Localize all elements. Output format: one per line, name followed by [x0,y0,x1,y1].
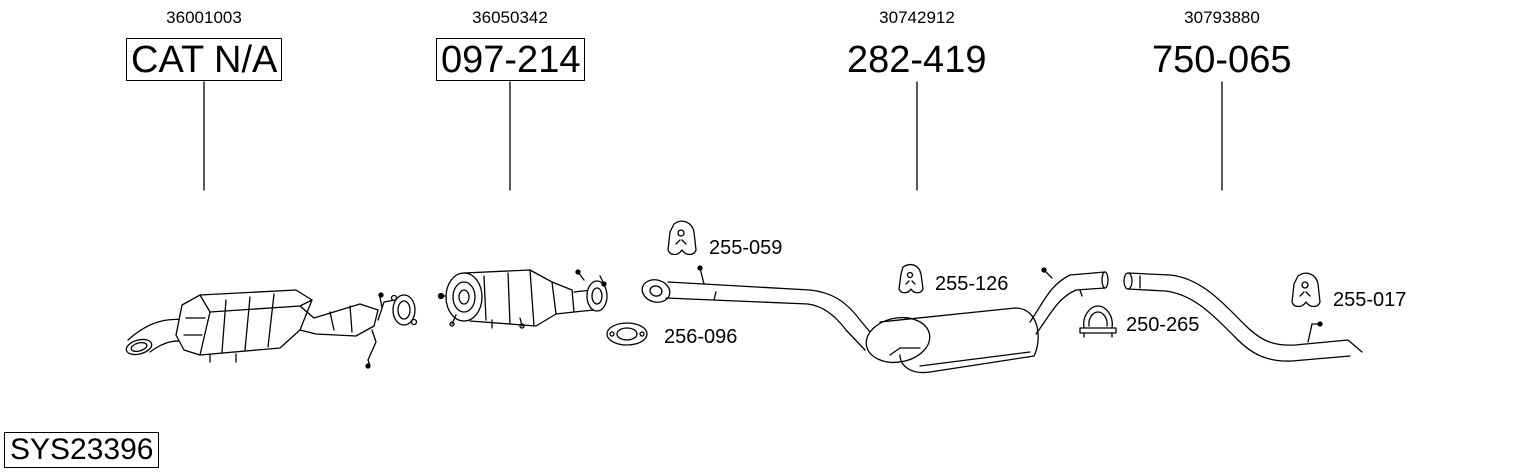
leader-lines [203,81,1223,191]
part-number-1[interactable]: CAT N/A [126,38,283,81]
rubber-hanger-icon[interactable] [667,220,697,256]
accessory-label-5[interactable]: 255-017 [1333,289,1407,311]
part-number-2[interactable]: 097-214 [436,38,586,81]
rubber-hanger-icon[interactable] [898,263,924,294]
rubber-hanger-icon[interactable] [1291,272,1321,308]
tailpipe-icon[interactable] [1123,272,1363,362]
accessory-label-4[interactable]: 250-265 [1126,314,1200,336]
part-number-3[interactable]: 282-419 [847,39,987,81]
accessory-label-2[interactable]: 256-096 [664,326,738,348]
part-number-4[interactable]: 750-065 [1152,39,1292,81]
oe-number-1: 36001003 [166,8,242,27]
particulate-filter-icon[interactable] [437,269,608,329]
middle-silencer-icon[interactable] [640,265,1109,374]
oe-number-3: 30742912 [879,8,955,27]
system-code: SYS23396 [4,432,160,468]
catalytic-converter-icon[interactable] [125,289,418,369]
oe-number-2: 36050342 [472,8,548,27]
oe-number-4: 30793880 [1184,8,1260,27]
pipe-clamp-icon[interactable] [1079,305,1117,338]
accessory-label-3[interactable]: 255-126 [935,273,1009,295]
accessory-label-1[interactable]: 255-059 [709,237,783,259]
gasket-icon[interactable] [606,322,648,346]
